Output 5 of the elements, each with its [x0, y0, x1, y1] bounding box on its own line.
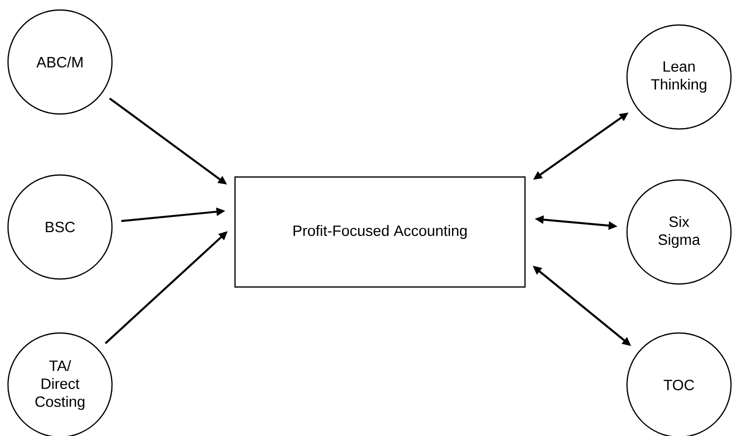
circle-node: BSC — [7, 174, 113, 280]
circle-node: ABC/M — [7, 9, 113, 115]
process-box: Profit-Focused Accounting — [234, 176, 526, 288]
circle-node: Lean Thinking — [626, 24, 732, 130]
circle-node: Six Sigma — [626, 179, 732, 285]
